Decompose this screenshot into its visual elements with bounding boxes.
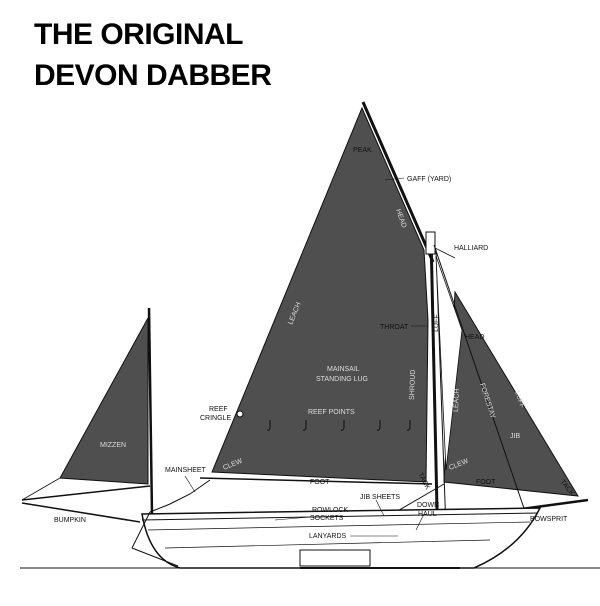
label-bumpkin: BUMPKIN (54, 517, 86, 524)
thwart-box (299, 549, 371, 567)
label-mainsail: MAINSAIL (327, 366, 360, 373)
jib-luff-panel (435, 255, 463, 471)
gunwale (141, 512, 539, 521)
mast-head-block (425, 231, 436, 255)
hull (141, 507, 542, 569)
leader-jib-sheets (375, 499, 385, 517)
reef-points (266, 420, 411, 431)
label-mizzen: MIZZEN (100, 442, 126, 449)
label-halliard: HALLIARD (454, 245, 488, 252)
reef-cringle-ring (236, 410, 244, 418)
label-peak: PEAK (353, 147, 372, 154)
label-down: DOWN (417, 502, 439, 509)
mizzen-sail (59, 317, 149, 485)
label-jib: JIB (510, 433, 520, 440)
label-throat: THROAT (380, 324, 409, 331)
reef-point (406, 420, 411, 431)
bumpkin-spar (21, 502, 141, 523)
mizzen-boom (21, 485, 151, 501)
reef-point (266, 420, 271, 431)
mizzen-foot-line (21, 477, 61, 501)
label-cringle: CRINGLE (200, 415, 231, 422)
inner-plank (164, 539, 491, 549)
leader-gaff (384, 177, 405, 181)
label-foot-jib: FOOT (476, 479, 496, 486)
label-haul: HAUL (418, 511, 437, 518)
main-boom (199, 477, 433, 485)
mainsail (211, 106, 429, 483)
halliard-line (434, 247, 456, 259)
label-leach-jib: LEACH (453, 388, 461, 412)
main-mast (429, 235, 440, 556)
forestay (433, 244, 529, 521)
label-sockets: SOCKETS (310, 515, 344, 522)
mizzen-mast (147, 307, 154, 516)
gaff-yard (361, 101, 435, 263)
label-reef: REEF (209, 406, 228, 413)
label-shroud: SHROUD (409, 370, 417, 401)
label-reef-points: REEF POINTS (308, 409, 355, 416)
label-foot-main: FOOT (310, 479, 330, 486)
label-luff-main: LUFF (433, 314, 441, 332)
label-jib-sheets: JIB SHEETS (360, 494, 400, 501)
reef-point (376, 420, 381, 431)
rudder-edge (131, 547, 179, 567)
sheer-strake (147, 521, 531, 531)
label-head-jib: HEAD (465, 334, 484, 341)
label-bowsprit: BOWSPRIT (530, 516, 568, 523)
reef-point (302, 420, 307, 431)
label-lanyards: LANYARDS (309, 533, 347, 540)
leader-rowlock (274, 516, 311, 521)
title-line-2: DEVON DABBER (34, 59, 272, 92)
label-mainsheet: MAINSHEET (165, 467, 207, 474)
label-rowlock: ROWLOCK (312, 507, 349, 514)
label-gaff: GAFF (YARD) (407, 176, 451, 183)
leader-downhaul (415, 513, 425, 531)
reef-point (340, 420, 345, 431)
title-line-1: THE ORIGINAL (34, 18, 244, 51)
leader-mainsheet (184, 475, 196, 493)
label-standing-lug: STANDING LUG (316, 376, 368, 383)
mainsheet-line (149, 479, 211, 513)
stern-post (131, 511, 151, 549)
